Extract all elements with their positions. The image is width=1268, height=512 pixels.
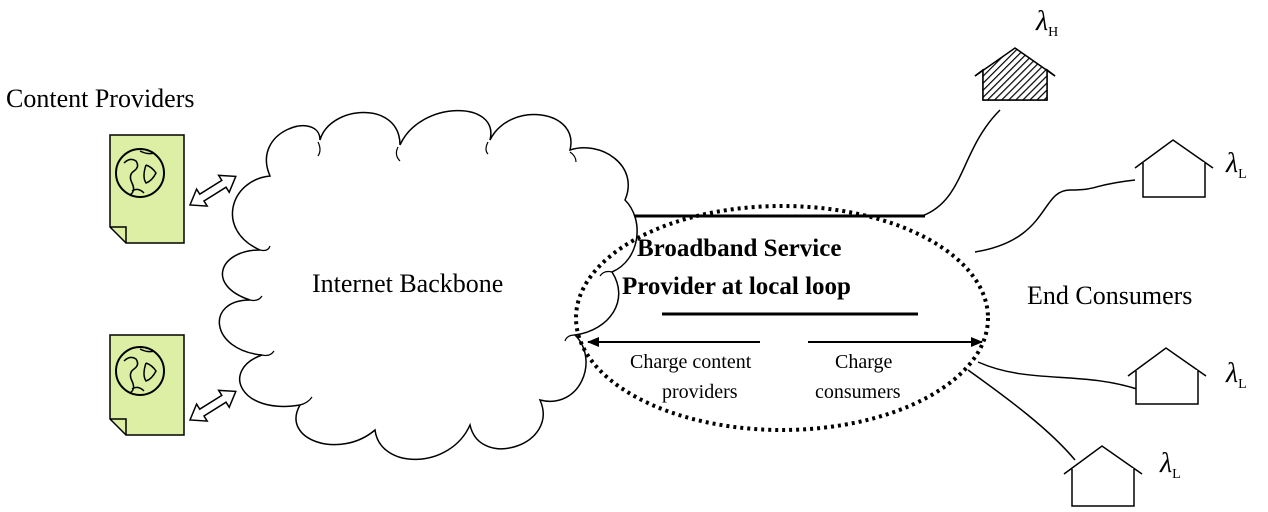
house-icon	[1134, 139, 1214, 198]
lambda-low-2: λL	[1225, 358, 1247, 392]
connection-line-low-2	[977, 361, 1141, 391]
house-icon	[1063, 445, 1143, 507]
charge-consumers-label-line2: consumers	[815, 381, 901, 403]
connection-line-low-1	[974, 179, 1136, 253]
cloud-icon	[218, 109, 638, 461]
double-arrow-icon	[188, 389, 237, 422]
charge-content-label-line2: providers	[662, 381, 738, 403]
internet-backbone-label: Internet Backbone	[312, 269, 503, 298]
charge-content-label-line1: Charge content	[630, 351, 752, 373]
lambda-high: λH	[1035, 6, 1058, 40]
connection-line-high	[921, 109, 1001, 217]
double-arrow-icon	[188, 174, 237, 207]
cloud-lobe-marks	[249, 141, 613, 406]
content-providers-label: Content Providers	[6, 84, 195, 113]
hatched-house-icon	[974, 47, 1056, 101]
document-globe-icon	[109, 134, 185, 244]
house-icon	[1127, 347, 1207, 405]
lambda-low-1: λL	[1225, 148, 1247, 182]
bsp-ellipse	[574, 204, 990, 432]
connection-line-low-3	[967, 369, 1076, 461]
document-globe-icon	[109, 334, 185, 436]
end-consumers-label: End Consumers	[1027, 281, 1192, 310]
bsp-label-line2: Provider at local loop	[622, 273, 851, 300]
bsp-label-line1: Broadband Service	[637, 235, 841, 262]
charge-consumers-label-line1: Charge	[835, 351, 893, 373]
lambda-low-3: λL	[1159, 448, 1181, 482]
